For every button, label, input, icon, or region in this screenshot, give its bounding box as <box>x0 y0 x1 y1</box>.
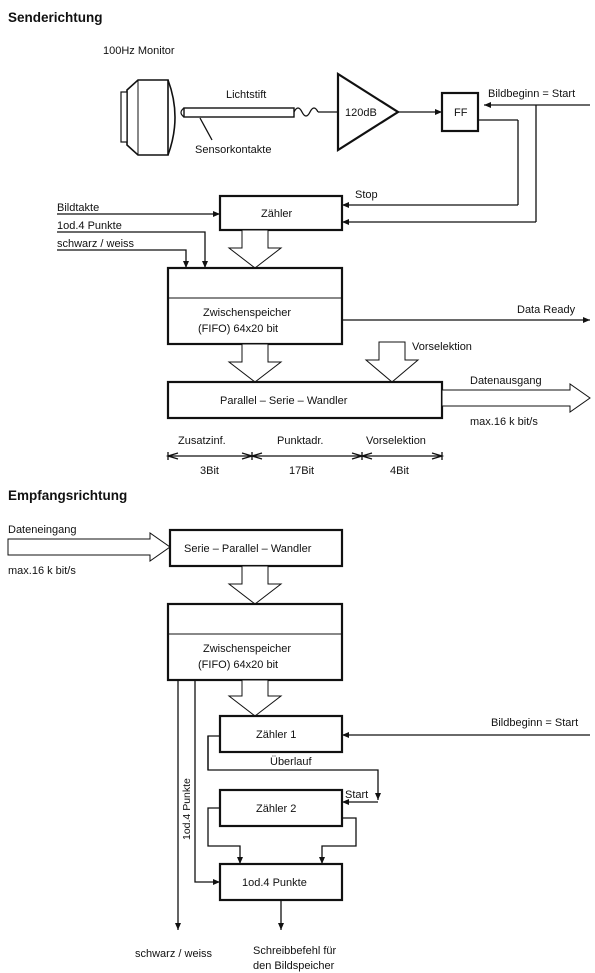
data-out-arrow <box>441 383 591 413</box>
fifo-box <box>166 266 344 346</box>
field-bits-1: 3Bit <box>200 465 219 477</box>
parallel-serial-label: Parallel – Serie – Wandler <box>220 395 348 407</box>
amplifier-triangle <box>336 72 401 152</box>
amplifier-label: 120dB <box>345 107 377 119</box>
punkte-input-label: 1od.4 Punkte <box>57 220 122 232</box>
monitor-icon <box>120 79 176 156</box>
data-in-rate: max.16 k bit/s <box>8 565 76 577</box>
receiver-fifo-label-1: Zwischenspeicher <box>203 643 291 655</box>
punkte-box-label: 1od.4 Punkte <box>242 877 307 889</box>
flipflop-label: FF <box>454 107 468 119</box>
counter-label: Zähler <box>261 208 293 220</box>
monitor-label: 100Hz Monitor <box>103 45 175 57</box>
receiver-bildbeginn-label: Bildbeginn = Start <box>491 717 578 729</box>
lightpen-icon <box>180 107 338 141</box>
vorselektion-arrow <box>364 341 420 383</box>
bildtakte-label: Bildtakte <box>57 202 99 214</box>
counter1-box <box>218 714 344 754</box>
stop-label: Stop <box>355 189 378 201</box>
data-out-label: Datenausgang <box>470 375 542 387</box>
receiver-sw-label: schwarz / weiss <box>135 948 213 960</box>
field-bits-3: 4Bit <box>390 465 409 477</box>
field-ticks <box>165 452 445 460</box>
serial-parallel-label: Serie – Parallel – Wandler <box>184 543 312 555</box>
bus-arrow-counter-fifo <box>227 229 283 269</box>
write-command-label-2: den Bildspeicher <box>253 960 335 972</box>
field-bits-2: 17Bit <box>289 465 314 477</box>
start-label: Start <box>345 789 368 801</box>
counter-box <box>218 194 344 232</box>
receiver-title: Empfangsrichtung <box>8 488 127 503</box>
fifo-label-2: (FIFO) 64x20 bit <box>198 323 278 335</box>
serial-parallel-box <box>168 528 344 568</box>
sensor-pointer <box>199 117 213 141</box>
overflow-label: Überlauf <box>270 756 313 768</box>
counter1-label: Zähler 1 <box>256 729 296 741</box>
data-out-rate: max.16 k bit/s <box>470 416 538 428</box>
data-ready-label: Data Ready <box>517 304 576 316</box>
sensor-label: Sensorkontakte <box>195 144 271 156</box>
receiver-fifo-box <box>166 602 344 682</box>
receiver-fifo-label-2: (FIFO) 64x20 bit <box>198 659 278 671</box>
sender-title: Senderichtung <box>8 10 103 25</box>
sw-input-label: schwarz / weiss <box>57 238 135 250</box>
bildbeginn-start-label: Bildbeginn = Start <box>488 88 575 100</box>
bus-arrow-converter-fifo <box>227 565 283 605</box>
parallel-serial-box <box>166 380 444 420</box>
field-label-1: Zusatzinf. <box>178 435 226 447</box>
counter2-box <box>218 788 344 828</box>
field-label-2: Punktadr. <box>277 435 323 447</box>
flipflop-box <box>440 91 480 133</box>
data-in-arrow <box>7 532 171 562</box>
data-in-label: Dateneingang <box>8 524 77 536</box>
lightpen-label: Lichtstift <box>226 89 266 101</box>
counter2-label: Zähler 2 <box>256 803 296 815</box>
punkte-vertical-label: 1od.4 Punkte <box>181 778 193 840</box>
bus-arrow-fifo-converter <box>227 343 283 383</box>
bus-arrow-fifo-counter1 <box>227 679 283 717</box>
punkte-box <box>218 862 344 902</box>
vorselektion-label: Vorselektion <box>412 341 472 353</box>
write-command-label-1: Schreibbefehl für <box>253 945 336 957</box>
field-label-3: Vorselektion <box>366 435 426 447</box>
fifo-label-1: Zwischenspeicher <box>203 307 291 319</box>
